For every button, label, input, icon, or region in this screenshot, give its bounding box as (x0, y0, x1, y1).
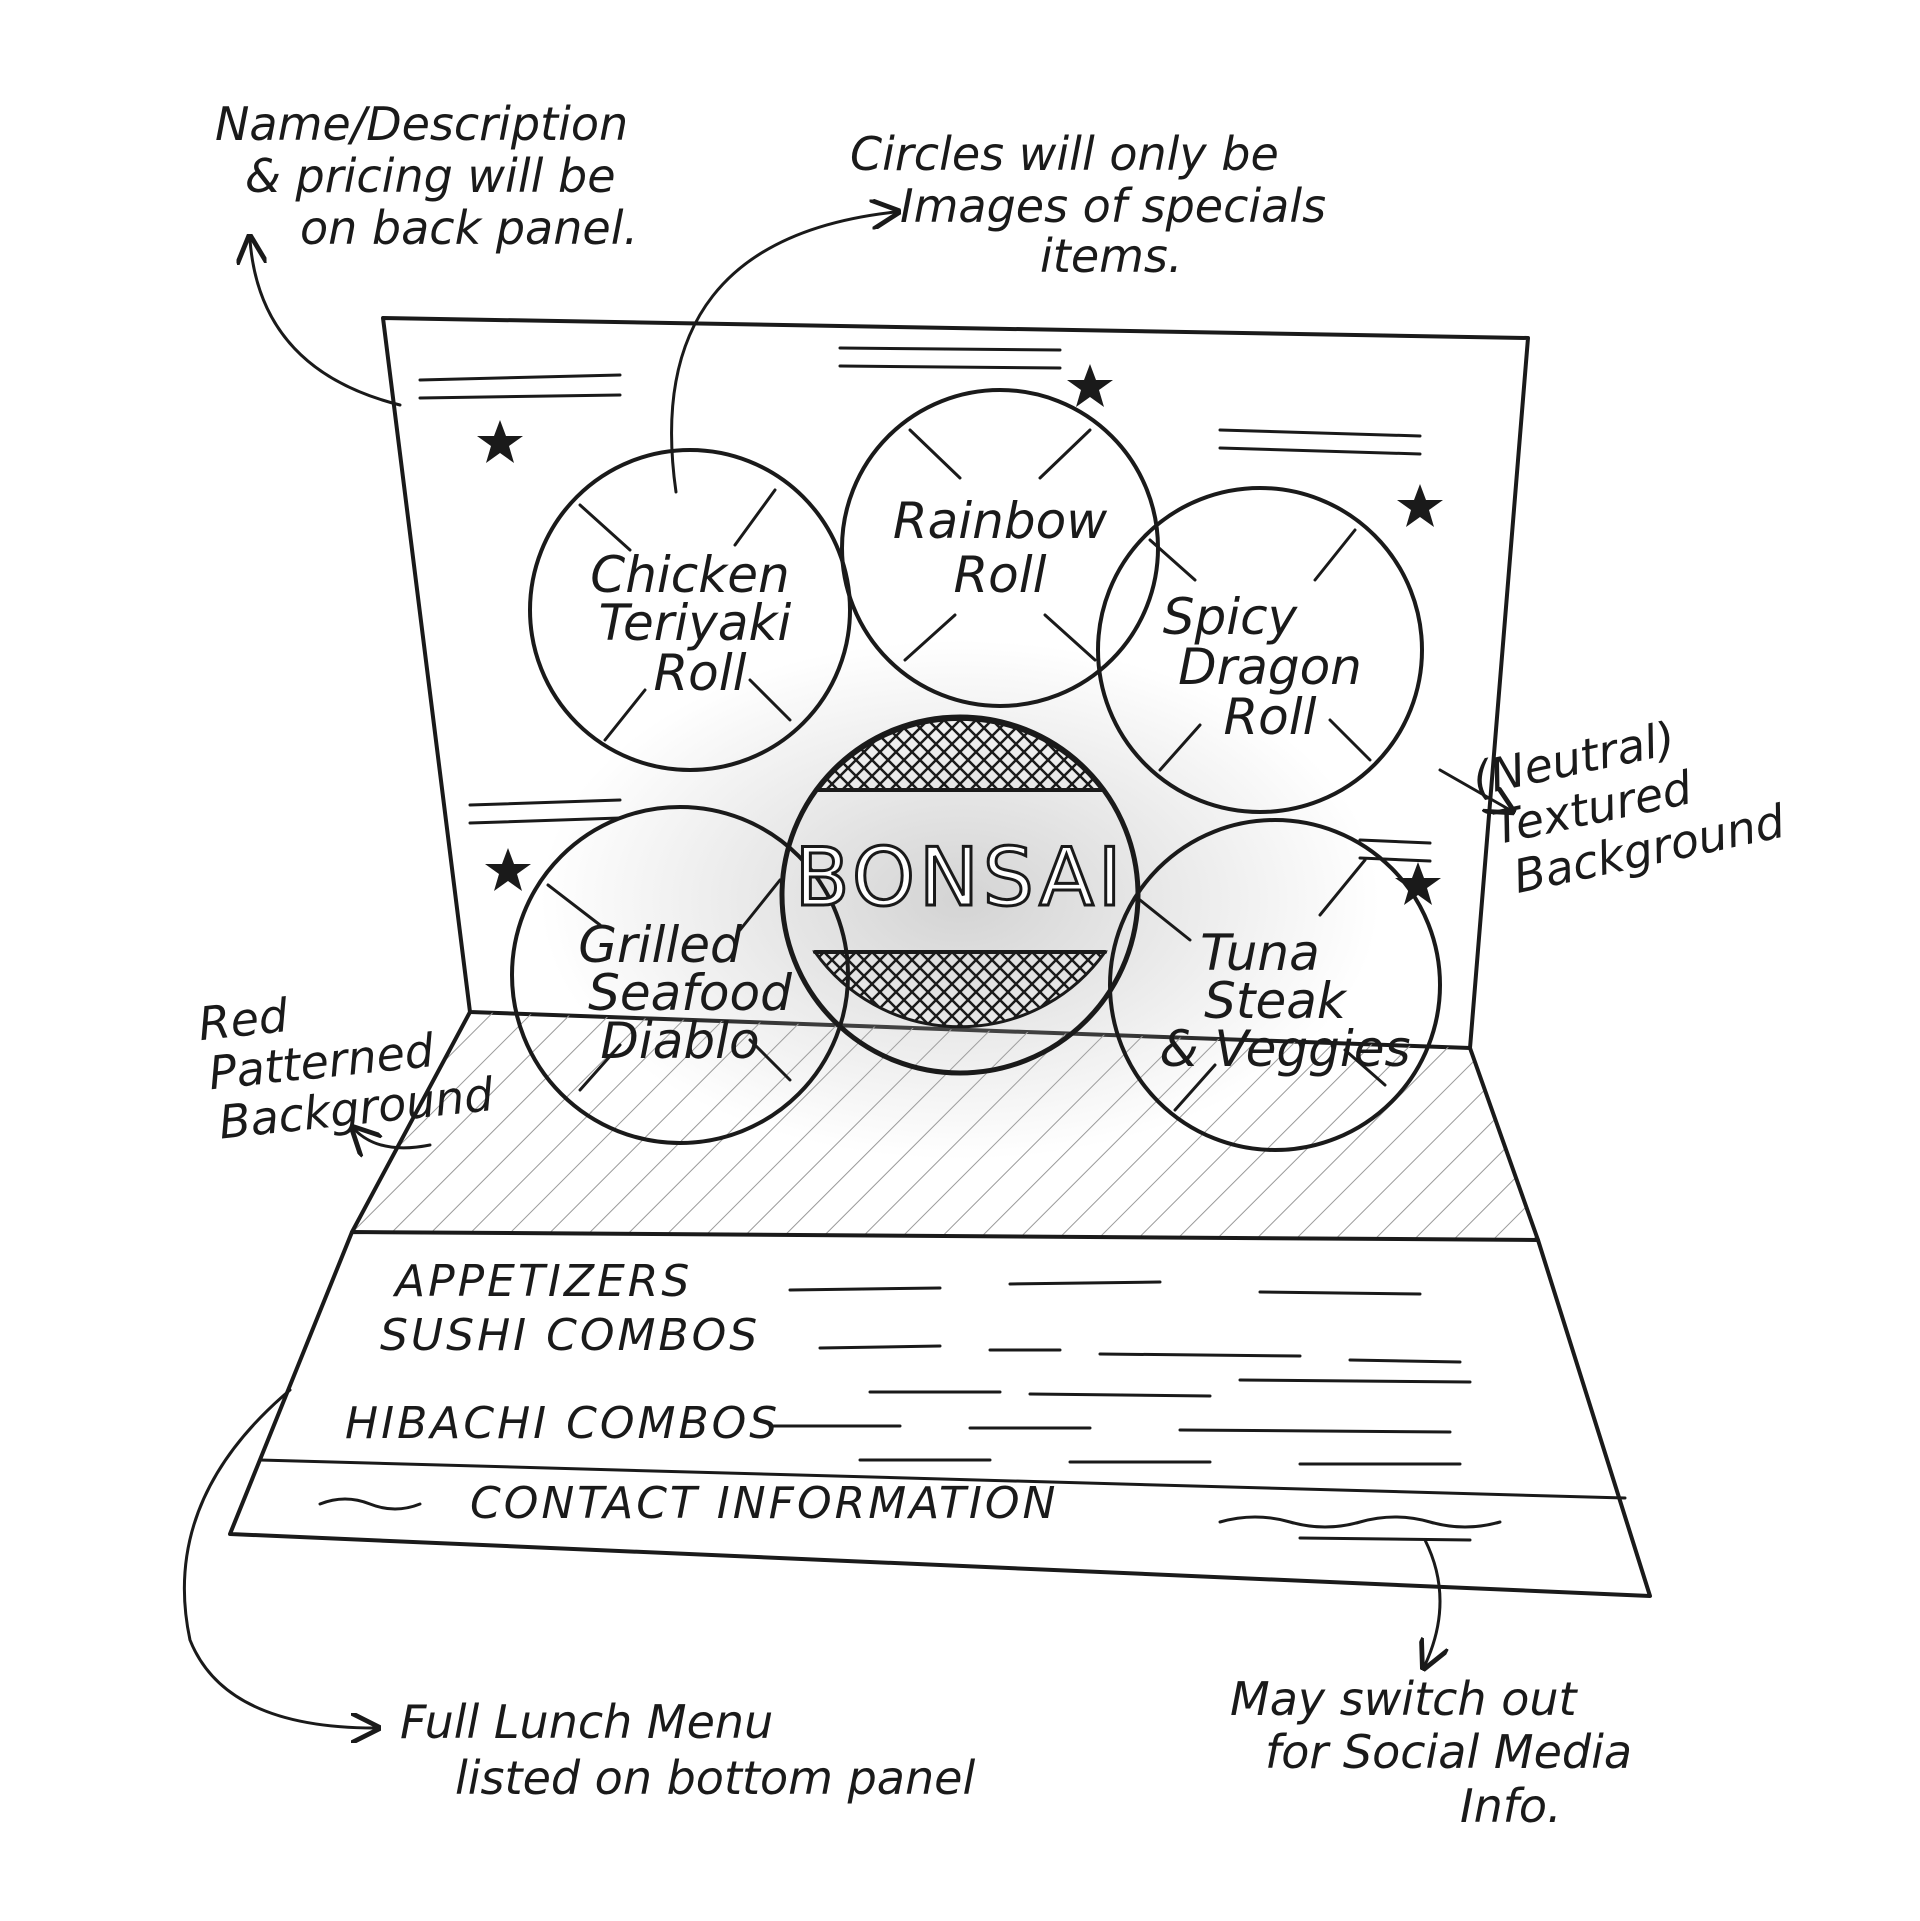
rainbow-line-2: Roll (953, 546, 1046, 604)
rainbow-line-1: Rainbow (893, 492, 1107, 550)
spicy-line-3: Roll (1223, 688, 1316, 746)
star-icon (1395, 862, 1441, 905)
bottom-panel (228, 1230, 1652, 1598)
arrow-social-media (1425, 1538, 1440, 1665)
chicken-line-2: Teriyaki (599, 594, 792, 652)
grilled-line-3: Diablo (600, 1012, 759, 1070)
arrow-neutral-background (1438, 768, 1510, 810)
star-icon (485, 848, 531, 891)
chicken-line-1: Chicken (590, 546, 789, 604)
spicy-line-1: Spicy (1163, 588, 1299, 646)
arrow-back-panel (250, 240, 402, 407)
menu-hibachi: HIBACHI COMBOS (345, 1398, 780, 1449)
logo-text: BONSAI (795, 831, 1126, 924)
tuna-line-2: Steak (1204, 972, 1348, 1030)
arrow-full-lunch-menu (182, 1388, 375, 1728)
menu-sushi: SUSHI COMBOS (380, 1310, 760, 1361)
star-icon (477, 420, 523, 463)
note-red-background: RedPatternedBackground (196, 968, 497, 1151)
star-icons (477, 364, 1443, 905)
tuna-line-3: & Veggies (1159, 1020, 1410, 1078)
menu-contact: CONTACT INFORMATION (470, 1478, 1058, 1529)
menu-appetizers: APPETIZERS (392, 1256, 692, 1307)
grilled-line-2: Seafood (588, 964, 792, 1022)
spicy-line-2: Dragon (1178, 638, 1362, 696)
tuna-line-1: Tuna (1200, 924, 1320, 982)
star-icon (1397, 484, 1443, 527)
note-neutral-background: (Neutral)TexturedBackground (1467, 692, 1790, 908)
grilled-line-1: Grilled (578, 916, 742, 974)
logo-circle: BONSAI (779, 714, 1141, 1076)
star-icon (1067, 364, 1113, 407)
back-panel-text-lines (418, 346, 1432, 863)
arrow-red-background (355, 1130, 432, 1148)
chicken-line-3: Roll (653, 644, 746, 702)
contact-strip-line (258, 1458, 1627, 1500)
bottom-menu: APPETIZERS SUSHI COMBOS HIBACHI COMBOS C… (318, 1256, 1502, 1542)
arrow-circles (670, 212, 895, 494)
